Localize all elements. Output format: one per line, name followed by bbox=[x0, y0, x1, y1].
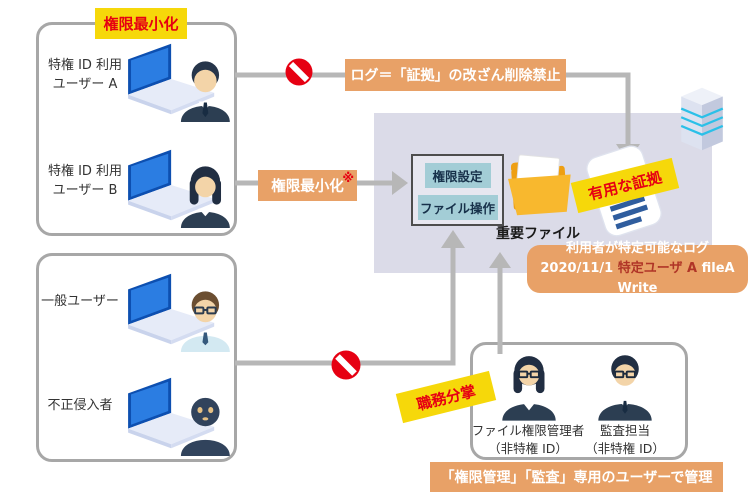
general-user-icon bbox=[128, 273, 230, 353]
prohibition-icon bbox=[285, 58, 313, 86]
privilege-minimization-arrow-text: 権限最小化 bbox=[271, 179, 344, 195]
auditor-label: 監査担当 （非特権 ID） bbox=[585, 423, 665, 456]
operations-box: 権限設定 ファイル操作 bbox=[411, 154, 504, 226]
privilege-minimization-badge: 権限最小化 bbox=[95, 8, 187, 39]
prohibition-icon bbox=[331, 350, 361, 380]
admin-management-caption: 「権限管理」「監査」専用のユーザーで管理 bbox=[430, 462, 723, 492]
log-tamper-ban-label: ログ＝「証拠」の改ざん削除禁止 bbox=[345, 59, 566, 91]
arrowhead-up-icon bbox=[441, 230, 465, 248]
laptop-user-a-icon bbox=[128, 43, 230, 123]
log-action: fileA Write bbox=[617, 260, 735, 297]
file-permission-admin-label: ファイル権限管理者 （非特権 ID） bbox=[471, 423, 585, 456]
user-a-label: 特権 ID 利用 ユーザー A bbox=[47, 58, 123, 92]
general-user-label: 一般ユーザー bbox=[41, 294, 119, 309]
log-user: 特定ユーザ A bbox=[617, 260, 698, 276]
log-date: 2020/11/1 bbox=[540, 260, 614, 276]
note-asterisk: ※ bbox=[342, 171, 354, 185]
intruder-icon bbox=[128, 377, 230, 457]
arrowhead-up-icon bbox=[489, 252, 511, 268]
file-permission-admin-icon bbox=[502, 356, 556, 421]
log-note-line1: 利用者が特定可能なログ bbox=[565, 240, 709, 256]
intruder-label: 不正侵入者 bbox=[47, 398, 113, 413]
privilege-minimization-arrow-label: 権限最小化 ※ bbox=[258, 170, 357, 201]
server-icon bbox=[680, 87, 724, 151]
file-operation-chip: ファイル操作 bbox=[417, 195, 498, 220]
user-b-label: 特権 ID 利用 ユーザー B bbox=[47, 164, 123, 198]
arrowhead-right-icon bbox=[392, 171, 408, 195]
line-intruder-blocked bbox=[235, 246, 456, 366]
important-file-label: 重要ファイル bbox=[496, 226, 580, 242]
laptop-user-b-icon bbox=[128, 149, 230, 229]
log-note-line2: 2020/11/1 特定ユーザ A fileA Write bbox=[527, 259, 748, 299]
folder-icon bbox=[508, 154, 571, 216]
log-note: 利用者が特定可能なログ 2020/11/1 特定ユーザ A fileA Writ… bbox=[527, 241, 748, 296]
admin-users-box bbox=[470, 342, 688, 460]
permission-setting-chip: 権限設定 bbox=[424, 163, 491, 188]
auditor-icon bbox=[598, 355, 652, 421]
